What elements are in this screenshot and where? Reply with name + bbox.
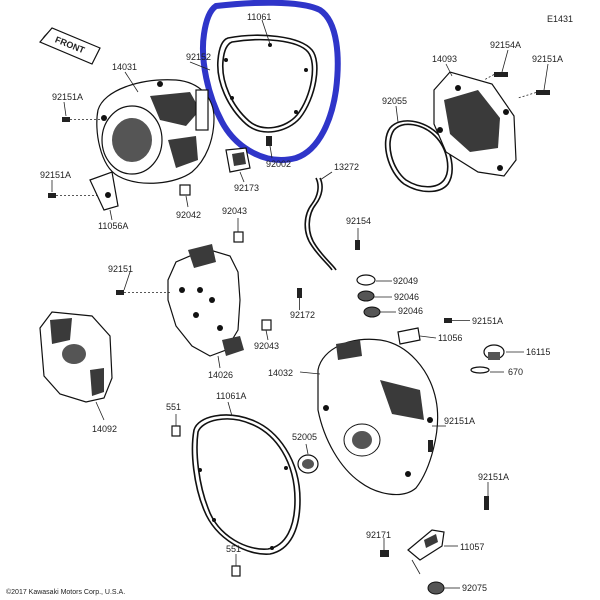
label-92151a-right-2: 92151A (444, 416, 475, 426)
bolt-92151a-right-2 (428, 440, 433, 452)
cover-14093 (433, 71, 517, 177)
highlight-circle-mark (199, 0, 341, 163)
bolt-92154a (483, 72, 508, 81)
label-11056: 11056 (438, 333, 462, 343)
gasket-13272 (304, 177, 337, 271)
label-92151a-right-1: 92151A (472, 316, 503, 326)
bolt-92151a-right-3 (484, 496, 489, 510)
label-52005: 52005 (292, 432, 317, 442)
bolt-92151a-top-right (517, 90, 550, 99)
label-92151a-right-3: 92151A (478, 472, 509, 482)
label-92046-b: 92046 (398, 306, 423, 316)
bracket-11057 (407, 529, 445, 575)
gasket-11061 (217, 34, 318, 133)
label-92171: 92171 (366, 530, 391, 540)
label-13272: 13272 (334, 162, 359, 172)
label-92172: 92172 (290, 310, 315, 320)
dowel-92043-lower (261, 319, 272, 331)
label-92043-b: 92043 (254, 341, 279, 351)
bolt-92151a-left-1 (62, 117, 100, 122)
label-92151a-top-right: 92151A (532, 54, 563, 64)
gauge-52005 (297, 454, 319, 474)
label-92049: 92049 (393, 276, 418, 286)
o-ring-670 (470, 366, 490, 374)
label-92151-mid: 92151 (108, 264, 133, 274)
label-11061: 11061 (247, 12, 271, 22)
front-arrow-icon: FRONT (39, 27, 101, 65)
label-670: 670 (508, 367, 523, 377)
label-92173: 92173 (234, 183, 259, 193)
label-92154: 92154 (346, 216, 371, 226)
grommet-92075 (427, 581, 445, 595)
bracket-11056a (89, 171, 119, 211)
plug-16115 (483, 344, 505, 360)
label-92042: 92042 (176, 210, 201, 220)
dowel-92043-upper (233, 231, 244, 243)
gasket-11061a (191, 414, 301, 555)
label-92154a: 92154A (490, 40, 521, 50)
label-14032: 14032 (268, 368, 293, 378)
bracket-11056 (397, 327, 421, 345)
label-92046-a: 92046 (394, 292, 419, 302)
bolt-92154 (355, 240, 360, 250)
bolt-92151a-right-1 (444, 318, 470, 323)
label-92075: 92075 (462, 583, 487, 593)
label-92151a-left-1: 92151A (52, 92, 83, 102)
label-551-a: 551 (166, 402, 181, 412)
stud-92002 (266, 136, 272, 146)
bearing-92046-b (363, 306, 381, 318)
dowel-pin-92042 (179, 184, 191, 208)
label-92151a-left-2: 92151A (40, 170, 71, 180)
label-11061a: 11061A (216, 391, 246, 401)
label-14031: 14031 (112, 62, 137, 72)
gasket-92055 (384, 120, 453, 193)
label-551-b: 551 (226, 544, 241, 554)
label-14092: 14092 (92, 424, 117, 434)
label-92152-top: 92152 (186, 52, 211, 62)
label-92043-a: 92043 (222, 206, 247, 216)
bolt-92172 (297, 288, 302, 310)
figure-code: E1431 (547, 14, 573, 24)
label-14026: 14026 (208, 370, 233, 380)
label-11056a: 11056A (98, 221, 128, 231)
bolt-92151a-left-2 (48, 193, 100, 198)
oil-seal-92049 (356, 274, 376, 286)
label-16115: 16115 (526, 347, 550, 357)
dowel-551-lower (231, 565, 241, 577)
bearing-92046-a (357, 290, 375, 302)
label-92002: 92002 (266, 159, 291, 169)
inner-cover-14026 (167, 244, 244, 357)
clamp-92173 (225, 147, 251, 173)
copyright-text: ©2017 Kawasaki Motors Corp., U.S.A. (6, 588, 125, 596)
pulser-cover-14092 (39, 311, 113, 403)
clamp-92171 (380, 550, 389, 557)
stator-cover-14031 (96, 79, 215, 184)
label-14093: 14093 (432, 54, 457, 64)
dowel-551-upper (171, 425, 181, 437)
bolt-92151-mid (116, 290, 170, 295)
label-92055: 92055 (382, 96, 407, 106)
clutch-cover-14032 (317, 338, 439, 496)
label-11057: 11057 (460, 542, 484, 552)
